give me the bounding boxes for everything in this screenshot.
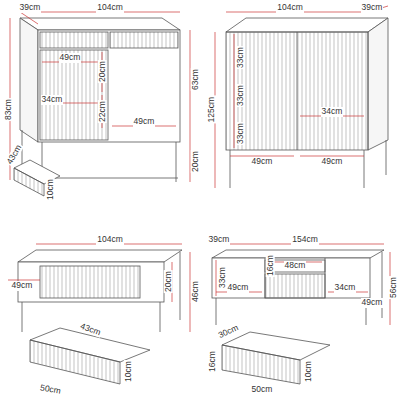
dimension-label: 104cm [96, 3, 124, 12]
dimension-label: 125cm [207, 96, 216, 124]
dimension-label: 56cm [389, 277, 398, 300]
dimension-label: 49cm [321, 157, 344, 166]
dimension-label: 16cm [207, 351, 216, 374]
dimension-label: 10cm [45, 179, 54, 202]
dimension-label: 48cm [284, 261, 307, 270]
dimension-label: 83cm [3, 99, 12, 122]
dimension-label: 39cm [19, 3, 42, 12]
dimension-label: 49cm [361, 298, 384, 307]
dimension-label: 33cm [235, 123, 244, 146]
dimension-label: 16cm [265, 255, 274, 278]
dimension-label: 49cm [59, 53, 82, 62]
dimension-label: 46cm [190, 281, 199, 304]
dimension-label: 33cm [217, 267, 226, 290]
dimension-label: 34cm [334, 283, 357, 292]
dimension-label: 50cm [38, 383, 62, 396]
dimension-label: 49cm [11, 281, 34, 290]
dimension-label: 20cm [97, 61, 106, 84]
dimension-label: 49cm [133, 117, 156, 126]
dimension-label: 10cm [123, 361, 132, 384]
dimension-label: 39cm [361, 3, 384, 12]
dimension-label: 49cm [227, 283, 250, 292]
dimension-label: 10cm [303, 361, 312, 384]
dimension-label: 34cm [321, 107, 344, 116]
dimension-label: 20cm [163, 271, 172, 294]
dimension-label: 50cm [251, 385, 274, 394]
dimension-label: 43cm [4, 143, 23, 167]
dimension-label: 63cm [190, 69, 199, 92]
dimension-label: 20cm [190, 151, 199, 174]
dimension-label: 154cm [291, 235, 319, 244]
dimension-label: 49cm [251, 157, 274, 166]
dimension-label: 39cm [208, 235, 231, 244]
dimension-label: 104cm [96, 235, 124, 244]
dimension-label: 33cm [235, 47, 244, 70]
dimension-label: 34cm [41, 95, 64, 104]
dimension-label: 104cm [276, 3, 304, 12]
dimension-label: 33cm [235, 85, 244, 108]
dimension-label: 22cm [97, 101, 106, 124]
